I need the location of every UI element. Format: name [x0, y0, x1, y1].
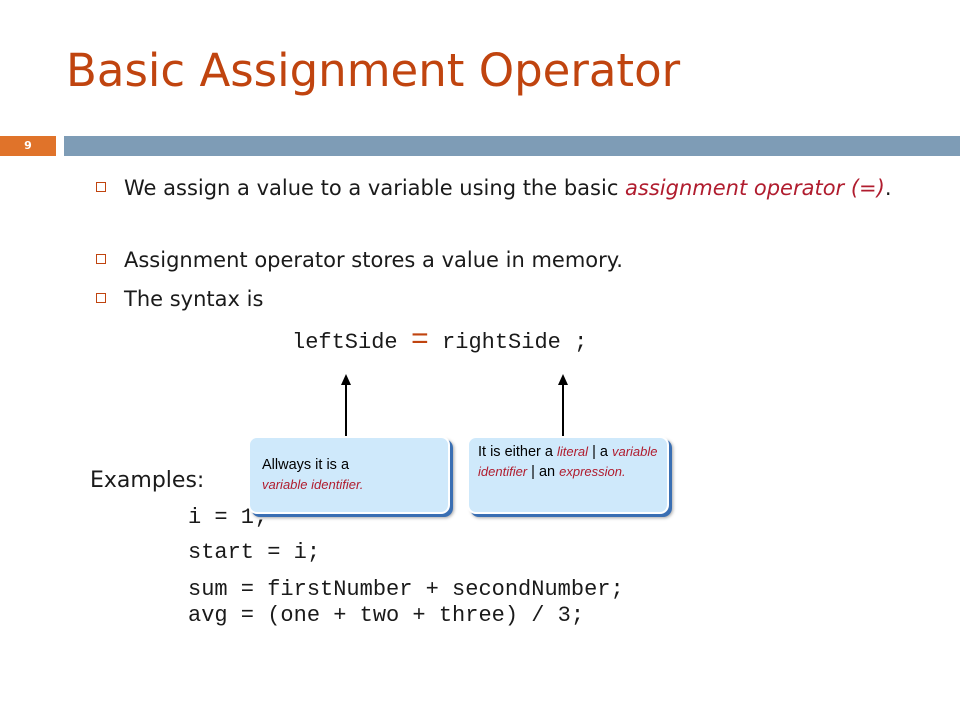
bullet-text-plain: We assign a value to a variable using th…: [124, 176, 626, 200]
arrow-up-icon: [558, 374, 568, 385]
expression-term: expression.: [559, 464, 626, 479]
bullet-text: The syntax is: [124, 287, 264, 311]
assignment-operator-highlight: assignment operator (=): [625, 176, 885, 200]
slide-number: 9: [0, 136, 56, 156]
arrow-line-right: [562, 384, 564, 438]
callout-right-side: It is either a literal | a variable iden…: [467, 436, 669, 514]
callout-italic-text: variable identifier.: [262, 477, 364, 492]
syntax-operator: =: [410, 324, 429, 358]
bullet-item: We assign a value to a variable using th…: [96, 174, 916, 234]
syntax-line: leftSide = rightSide ;: [292, 324, 587, 358]
variable-identifier-term: variable identifier: [478, 444, 658, 479]
syntax-right: rightSide ;: [428, 330, 588, 355]
code-example-line: start = i;: [188, 540, 321, 565]
square-bullet-icon: [96, 293, 106, 303]
callout-text: It is either a literal | a variable iden…: [478, 442, 659, 482]
code-example-line: sum = firstNumber + secondNumber;: [188, 577, 624, 602]
code-example-line: avg = (one + two + three) / 3;: [188, 603, 585, 628]
callout-text: Allways it is a: [262, 457, 350, 473]
bullet-item: Assignment operator stores a value in me…: [96, 246, 916, 274]
callout-plain: | an: [527, 464, 560, 480]
bullet-text: Assignment operator stores a value in me…: [124, 248, 623, 272]
square-bullet-icon: [96, 254, 106, 264]
examples-label: Examples:: [90, 468, 205, 493]
square-bullet-icon: [96, 182, 106, 192]
syntax-left: leftSide: [292, 330, 411, 355]
bullet-text-plain: .: [884, 176, 892, 200]
callout-plain: It is either a: [478, 444, 557, 460]
literal-term: literal: [556, 444, 589, 459]
callout-left-side: Allways it is a variable identifier.: [248, 436, 450, 514]
bullet-text: We assign a value to a variable using th…: [124, 174, 904, 202]
bullet-item: The syntax is: [96, 285, 916, 313]
arrow-line-left: [345, 384, 347, 438]
header-rule: [64, 136, 960, 156]
arrow-up-icon: [341, 374, 351, 385]
slide-title: Basic Assignment Operator: [66, 44, 681, 97]
callout-plain: | a: [588, 444, 612, 460]
